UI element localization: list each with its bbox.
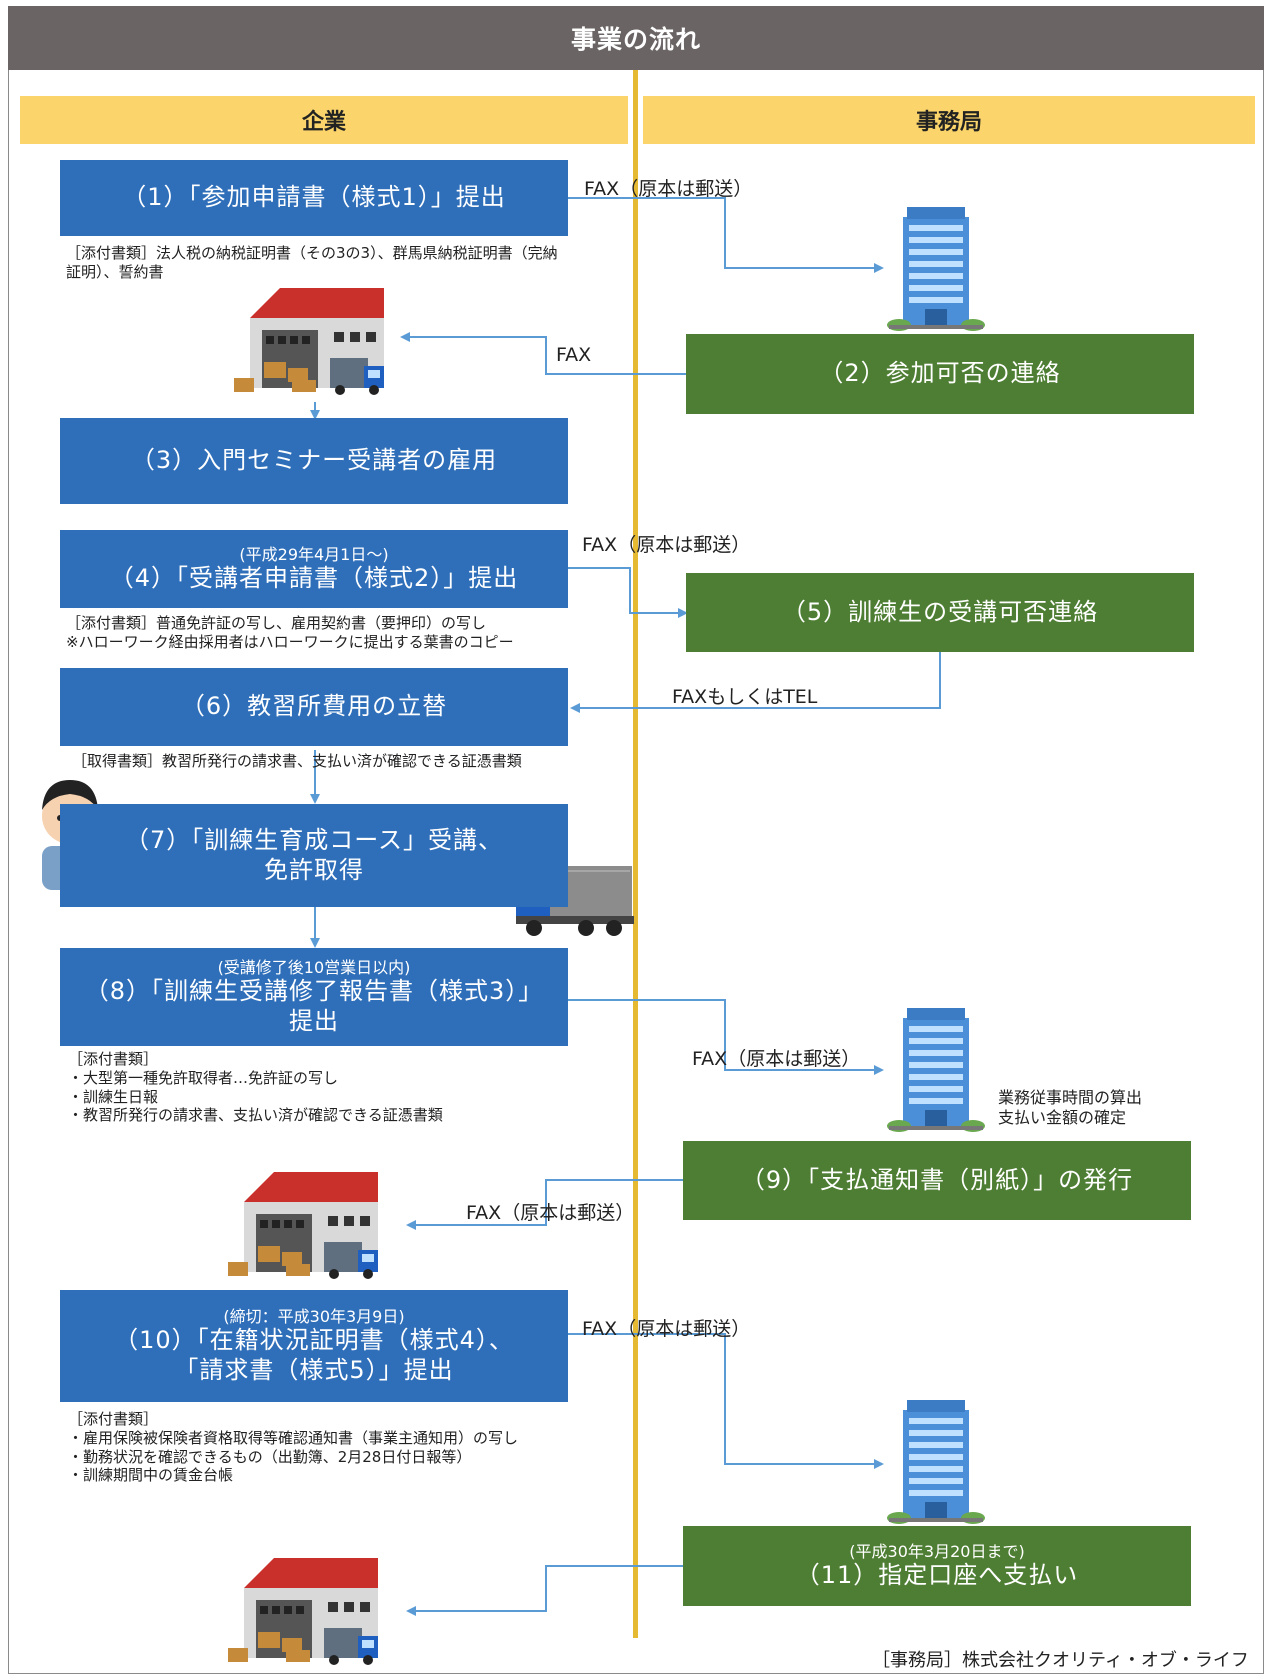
step-6-title: （6）教習所費用の立替	[180, 692, 448, 721]
step-8-box: (受講修了後10営業日以内) （8）「訓練生受講修了報告書（様式3）」 提出	[60, 948, 568, 1046]
step-4-title: （4）「受講者申請書（様式2）」提出	[109, 564, 519, 593]
warehouse-icon	[234, 288, 384, 395]
step-10-title-line2: 「請求書（様式5）」提出	[174, 1355, 454, 1384]
office-credit: ［事務局］株式会社クオリティ・オブ・ライフ	[872, 1650, 1249, 1671]
step-5-box: （5）訓練生の受講可否連絡	[686, 573, 1194, 652]
arrow-9-to-company	[406, 1179, 683, 1230]
step-10-box: (締切：平成30年3月9日) （10）「在籍状況証明書（様式4）、 「請求書（様…	[60, 1290, 568, 1402]
step-4-date: (平成29年4月1日～)	[239, 544, 389, 564]
arrow-8-to-office	[568, 999, 884, 1075]
step-11-deadline: (平成30年3月20日まで)	[849, 1541, 1025, 1561]
warehouse-icon	[228, 1558, 378, 1665]
step-7-box: （7）「訓練生育成コース」受講、 免許取得	[60, 804, 568, 907]
step-7-title-line2: 免許取得	[264, 855, 364, 884]
step-1-note: ［添付書類］法人税の納税証明書（その3の3）、群馬県納税証明書（完納 証明）、誓…	[66, 244, 558, 281]
step-4-box: (平成29年4月1日～) （4）「受講者申請書（様式2）」提出	[60, 530, 568, 608]
column-divider	[633, 70, 638, 1638]
column-head-office: 事務局	[643, 96, 1255, 144]
arrow-2-to-company	[400, 332, 686, 375]
page-title: 事業の流れ	[8, 6, 1264, 70]
step-4-note: ［添付書類］普通免許証の写し、雇用契約書（要押印）の写し ※ハローワーク経由採用…	[66, 614, 514, 651]
step-9-box: （9）「支払通知書（別紙）」の発行	[683, 1141, 1191, 1220]
step-9-premise: 業務従事時間の算出 支払い金額の確定	[998, 1088, 1143, 1127]
arrow-10-to-office	[568, 1333, 884, 1469]
step-7-title-line1: （7）「訓練生育成コース」受講、	[124, 826, 504, 855]
column-head-company: 企業	[20, 96, 628, 144]
office-building-icon	[887, 1008, 985, 1132]
flow-label-fax-mail: FAX（原本は郵送）	[582, 534, 751, 556]
step-6-note: ［取得書類］教習所発行の請求書、支払い済が確認できる証憑書類	[72, 752, 522, 770]
warehouse-icon	[228, 1172, 378, 1279]
flow-label-fax-mail: FAX（原本は郵送）	[466, 1202, 635, 1224]
flow-label-fax-or-tel: FAXもしくはTEL	[672, 686, 818, 708]
step-6-box: （6）教習所費用の立替	[60, 668, 568, 746]
step-5-title: （5）訓練生の受講可否連絡	[781, 597, 1099, 626]
step-11-box: (平成30年3月20日まで) （11）指定口座へ支払い	[683, 1526, 1191, 1606]
arrow-5-to-6	[570, 652, 941, 713]
step-1-title: （1）「参加申請書（様式1）」提出	[122, 183, 506, 212]
arrow-11-to-company	[406, 1565, 683, 1616]
flow-label-fax-mail: FAX（原本は郵送）	[582, 1318, 751, 1340]
step-8-deadline: (受講修了後10営業日以内)	[217, 957, 411, 977]
step-11-title: （11）指定口座へ支払い	[795, 1561, 1079, 1590]
arrow-4-to-5	[568, 567, 688, 618]
step-8-note: ［添付書類］ ・大型第一種免許取得者…免許証の写し ・訓練生日報 ・教習所発行の…	[68, 1050, 443, 1125]
step-8-title-line1: （8）「訓練生受講修了報告書（様式3）」	[84, 977, 544, 1006]
step-10-title-line1: （10）「在籍状況証明書（様式4）、	[114, 1326, 514, 1355]
flow-label-fax: FAX	[556, 344, 592, 366]
flow-label-fax-mail: FAX（原本は郵送）	[692, 1048, 861, 1070]
step-8-title-line2: 提出	[289, 1006, 339, 1035]
flow-label-fax-mail: FAX（原本は郵送）	[584, 178, 753, 200]
step-3-box: （3）入門セミナー受講者の雇用	[60, 418, 568, 504]
office-building-icon	[887, 1400, 985, 1524]
step-10-note: ［添付書類］ ・雇用保険被保険者資格取得等確認通知書（事業主通知用）の写し ・勤…	[68, 1410, 519, 1485]
step-1-box: （1）「参加申請書（様式1）」提出	[60, 160, 568, 236]
office-building-icon	[887, 207, 985, 331]
step-2-title: （2）参加可否の連絡	[819, 359, 1061, 388]
step-3-title: （3）入門セミナー受講者の雇用	[130, 446, 498, 475]
arrow-1-to-office	[568, 197, 884, 273]
step-9-title: （9）「支払通知書（別紙）」の発行	[740, 1165, 1134, 1194]
step-10-deadline: (締切：平成30年3月9日)	[223, 1306, 405, 1326]
step-2-box: （2）参加可否の連絡	[686, 334, 1194, 414]
